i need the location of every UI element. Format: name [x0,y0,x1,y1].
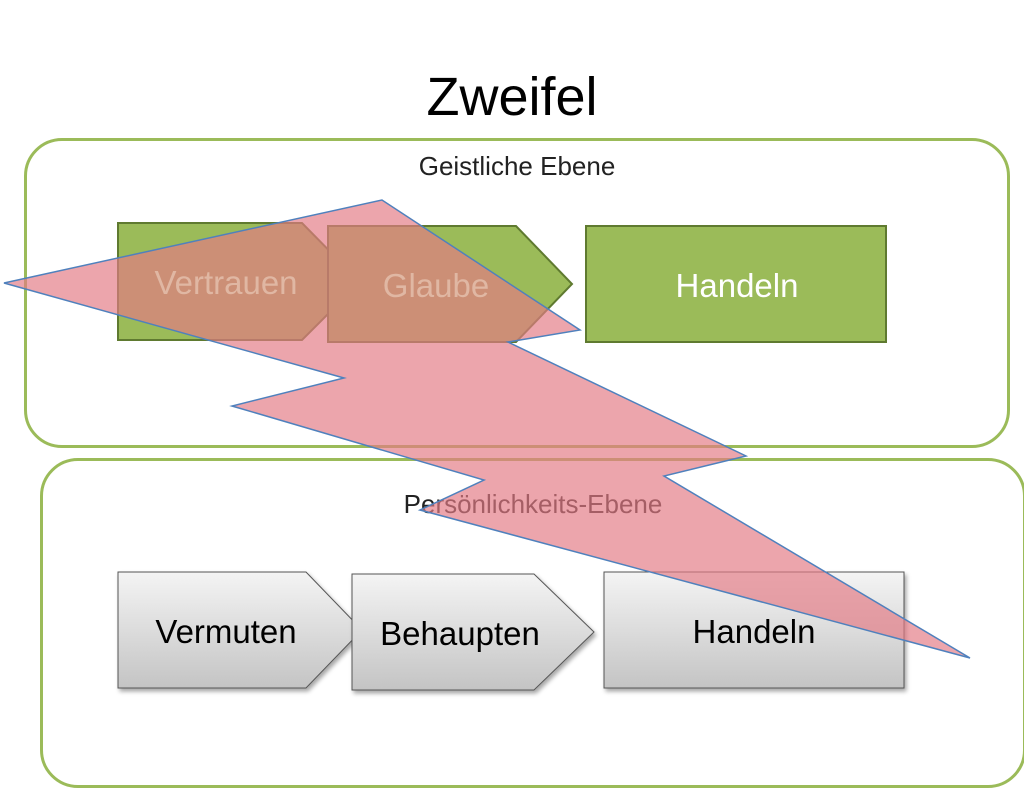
handeln-bottom-label: Handeln [693,613,816,650]
behaupten-label: Behaupten [380,615,540,652]
vertrauen-label: Vertrauen [154,264,297,301]
handeln-top-label: Handeln [676,267,799,304]
vermuten-shape [117,571,363,689]
glaube-label: Glaube [383,267,489,304]
slide: Zweifel Geistliche Ebene Persönlichkeits… [3,67,1024,788]
vermuten-label: Vermuten [155,613,296,650]
behaupten-shape [351,573,595,691]
flow-diagram: Vertrauen Glaube Handeln Vermuten Behaup… [3,199,971,691]
spiritual-level-label: Geistliche Ebene [418,151,616,181]
slide-title: Zweifel [426,67,598,127]
lightning-bolt-shape [3,199,971,659]
handeln-top-shape [585,225,887,343]
